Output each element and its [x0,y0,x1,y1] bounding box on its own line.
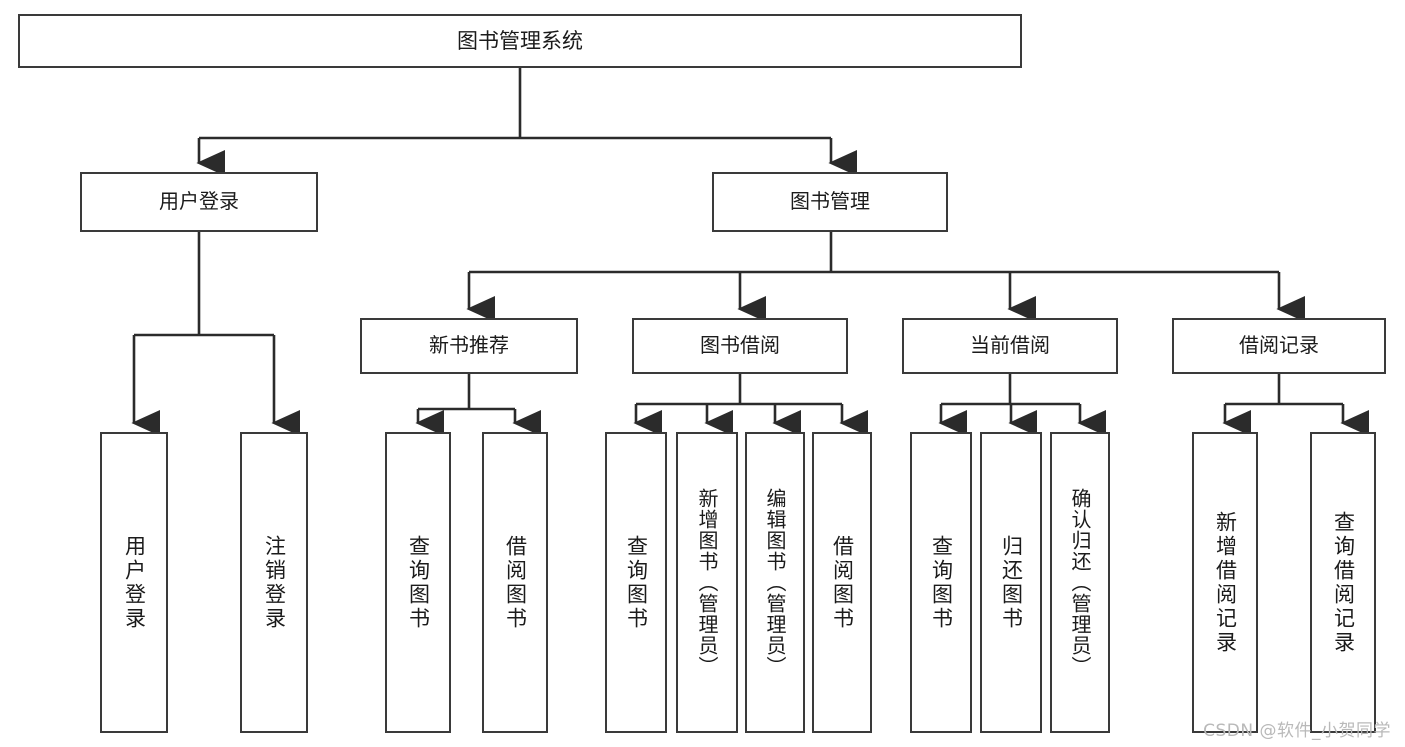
leaf-current-confirm-return-admin-label: 确认归还（管理员） [1068,488,1092,677]
node-borrow-record-label: 借阅记录 [1239,333,1319,358]
leaf-user-logout-label: 注销登录 [262,534,287,631]
leaf-current-query-book-label: 查询图书 [929,534,954,631]
leaf-borrow-add-book-admin-label: 新增图书（管理员） [695,488,719,677]
leaf-borrow-borrow-book[interactable]: 借阅图书 [812,432,872,733]
leaf-user-login-label: 用户登录 [122,534,147,631]
leaf-borrow-edit-book-admin-label: 编辑图书（管理员） [763,488,787,677]
node-current-borrow-label: 当前借阅 [970,333,1050,358]
node-borrow-record[interactable]: 借阅记录 [1172,318,1386,374]
leaf-newbook-query-book-label: 查询图书 [406,534,431,631]
leaf-borrow-edit-book-admin[interactable]: 编辑图书（管理员） [745,432,805,733]
node-new-book-recommend-label: 新书推荐 [429,333,509,358]
node-book-management[interactable]: 图书管理 [712,172,948,232]
leaf-current-return-book-label: 归还图书 [999,534,1024,631]
leaf-record-add-record[interactable]: 新增借阅记录 [1192,432,1258,733]
leaf-newbook-query-book[interactable]: 查询图书 [385,432,451,733]
node-user-login-label: 用户登录 [159,189,239,214]
leaf-borrow-query-book-label: 查询图书 [624,534,649,631]
leaf-borrow-add-book-admin[interactable]: 新增图书（管理员） [676,432,738,733]
leaf-newbook-borrow-book-label: 借阅图书 [503,534,528,631]
leaf-record-query-record[interactable]: 查询借阅记录 [1310,432,1376,733]
leaf-record-add-record-label: 新增借阅记录 [1213,510,1238,655]
watermark-text: CSDN @软件_小贺同学 [1203,721,1391,741]
node-root[interactable]: 图书管理系统 [18,14,1022,68]
leaf-current-query-book[interactable]: 查询图书 [910,432,972,733]
node-book-management-label: 图书管理 [790,189,870,214]
node-user-login[interactable]: 用户登录 [80,172,318,232]
leaf-current-confirm-return-admin[interactable]: 确认归还（管理员） [1050,432,1110,733]
leaf-user-logout[interactable]: 注销登录 [240,432,308,733]
leaf-borrow-borrow-book-label: 借阅图书 [830,534,855,631]
leaf-newbook-borrow-book[interactable]: 借阅图书 [482,432,548,733]
node-new-book-recommend[interactable]: 新书推荐 [360,318,578,374]
node-book-borrow-label: 图书借阅 [700,333,780,358]
node-book-borrow[interactable]: 图书借阅 [632,318,848,374]
leaf-user-login[interactable]: 用户登录 [100,432,168,733]
leaf-borrow-query-book[interactable]: 查询图书 [605,432,667,733]
node-current-borrow[interactable]: 当前借阅 [902,318,1118,374]
leaf-current-return-book[interactable]: 归还图书 [980,432,1042,733]
node-root-label: 图书管理系统 [457,28,583,53]
leaf-record-query-record-label: 查询借阅记录 [1331,510,1356,655]
